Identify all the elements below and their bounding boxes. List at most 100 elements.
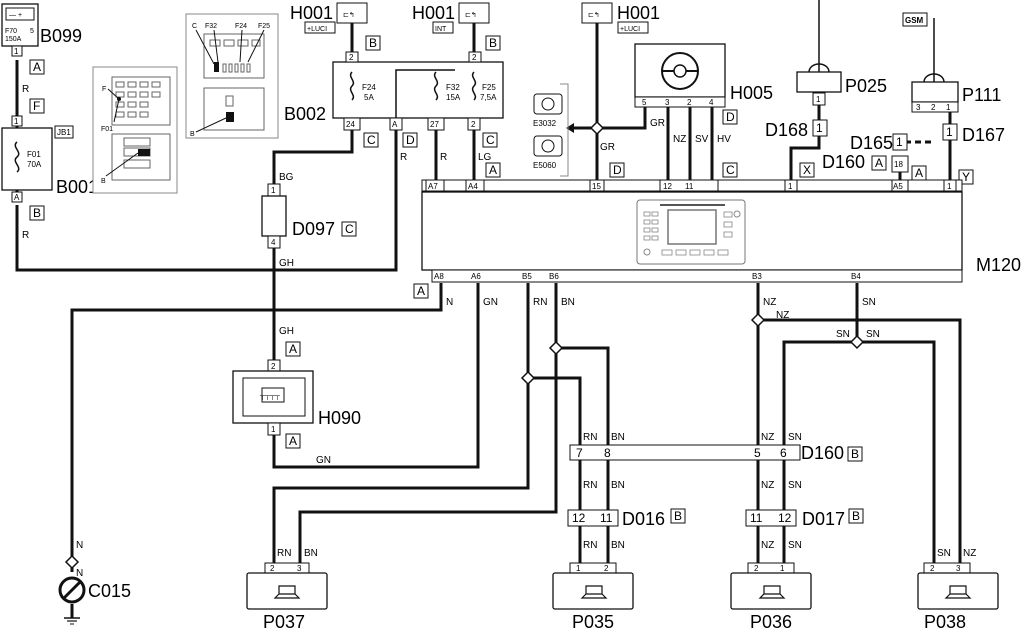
svg-text:11: 11 — [600, 511, 613, 525]
svg-text:F32: F32 — [446, 83, 460, 92]
svg-text:P035: P035 — [572, 612, 614, 630]
svg-text:NZ: NZ — [763, 297, 776, 308]
svg-text:N: N — [76, 540, 83, 551]
svg-text:D160: D160 — [822, 152, 865, 172]
svg-text:GN: GN — [316, 455, 331, 466]
svg-text:B001: B001 — [56, 177, 98, 197]
h001-plus-luci-2: ⊏↰ H001 +LUCI — [581, 2, 660, 34]
h090-module: A 2 ┬┬┬┬ 1 H090 A — [232, 341, 361, 449]
svg-text:2: 2 — [687, 98, 692, 107]
svg-text:A8: A8 — [434, 272, 444, 281]
svg-text:3: 3 — [916, 103, 921, 112]
svg-text:2: 2 — [471, 120, 476, 129]
svg-text:B6: B6 — [549, 272, 559, 281]
svg-text:F32: F32 — [205, 23, 217, 30]
svg-text:P036: P036 — [750, 612, 792, 630]
svg-text:4: 4 — [709, 98, 714, 107]
svg-text:GSM: GSM — [905, 16, 924, 25]
svg-text:N: N — [76, 568, 83, 579]
svg-text:NZ: NZ — [963, 548, 976, 559]
svg-text:B002: B002 — [284, 104, 326, 124]
svg-text:B: B — [101, 178, 106, 185]
svg-text:D160: D160 — [801, 443, 844, 463]
svg-text:A5: A5 — [893, 182, 903, 191]
svg-text:GN: GN — [483, 297, 498, 308]
svg-text:7,5A: 7,5A — [480, 93, 497, 102]
svg-text:D: D — [613, 163, 622, 177]
svg-text:A: A — [14, 193, 20, 202]
svg-text:P037: P037 — [263, 612, 305, 630]
svg-text:1: 1 — [271, 425, 276, 434]
p036-speaker: 2 1 P036 — [730, 562, 812, 630]
svg-text:F01: F01 — [101, 126, 113, 133]
svg-text:RN: RN — [583, 432, 597, 443]
d016-connector: 12 11 D016 B — [567, 508, 686, 529]
d160-connector: RN BN NZ SN 7 8 5 6 D160 B — [569, 432, 863, 463]
svg-text:GR: GR — [650, 118, 665, 129]
svg-text:P038: P038 — [924, 612, 966, 630]
svg-text:Y: Y — [962, 170, 970, 184]
svg-text:NZ: NZ — [761, 480, 774, 491]
p037-speaker: 2 3 P037 — [246, 562, 328, 630]
svg-text:C: C — [192, 23, 197, 30]
svg-text:1: 1 — [271, 186, 276, 195]
svg-text:F01: F01 — [27, 150, 41, 159]
fuse-box-inset-1: F F01 B — [92, 66, 178, 194]
svg-text:F25: F25 — [482, 83, 496, 92]
svg-text:1: 1 — [14, 47, 19, 56]
svg-text:LG: LG — [478, 152, 492, 163]
svg-text:C015: C015 — [88, 581, 131, 601]
fuse-box-inset-2: C F32 F24 F25 B — [185, 13, 279, 139]
svg-text:R: R — [22, 84, 29, 95]
svg-text:A7: A7 — [428, 182, 438, 191]
svg-text:27: 27 — [430, 120, 439, 129]
svg-text:E3032: E3032 — [533, 119, 557, 128]
svg-text:GH: GH — [279, 326, 294, 337]
p038-speaker: 2 3 P038 — [917, 562, 999, 630]
svg-text:D: D — [726, 110, 735, 124]
svg-text:D016: D016 — [622, 509, 665, 529]
svg-text:24: 24 — [346, 120, 355, 129]
p111-gsm: GSM 3 2 1 P111 — [902, 12, 1001, 113]
svg-text:GR: GR — [600, 142, 615, 153]
svg-text:RN: RN — [583, 480, 597, 491]
svg-text:B: B — [851, 447, 859, 461]
svg-text:H090: H090 — [318, 408, 361, 428]
svg-text:F: F — [102, 86, 106, 93]
svg-text:HV: HV — [717, 134, 731, 145]
svg-text:1: 1 — [780, 564, 785, 573]
svg-text:SN: SN — [937, 548, 951, 559]
svg-text:F24: F24 — [362, 83, 376, 92]
svg-text:SN: SN — [788, 480, 802, 491]
svg-text:7: 7 — [576, 446, 583, 460]
svg-text:SN: SN — [862, 297, 876, 308]
svg-text:D097: D097 — [292, 219, 335, 239]
svg-text:1: 1 — [947, 182, 952, 191]
svg-text:A: A — [289, 434, 297, 448]
svg-text:M120: M120 — [976, 255, 1021, 275]
svg-text:N: N — [446, 297, 453, 308]
svg-text:A6: A6 — [471, 272, 481, 281]
svg-text:4: 4 — [271, 238, 276, 247]
svg-text:2: 2 — [930, 564, 935, 573]
svg-text:1: 1 — [788, 182, 793, 191]
e3032-e5060: E3032 E5060 — [533, 83, 569, 177]
svg-text:D165: D165 — [850, 133, 893, 153]
svg-text:INT: INT — [435, 26, 447, 33]
svg-text:B: B — [33, 206, 41, 220]
p025-antenna: 1 P025 1 D168 — [765, 63, 887, 140]
svg-text:A: A — [289, 342, 297, 356]
svg-text:R: R — [440, 152, 447, 163]
svg-text:D017: D017 — [802, 509, 845, 529]
svg-text:F24: F24 — [235, 23, 247, 30]
svg-text:H001: H001 — [617, 3, 660, 23]
d097-connector: BG 1 4 D097 C — [261, 172, 357, 249]
svg-text:F25: F25 — [258, 23, 270, 30]
svg-text:C: C — [367, 133, 376, 147]
svg-text:NZ: NZ — [761, 432, 774, 443]
svg-text:12: 12 — [572, 511, 586, 525]
svg-text:B: B — [489, 36, 497, 50]
svg-text:D: D — [406, 133, 415, 147]
svg-text:R: R — [400, 152, 407, 163]
svg-text:11: 11 — [685, 182, 694, 191]
